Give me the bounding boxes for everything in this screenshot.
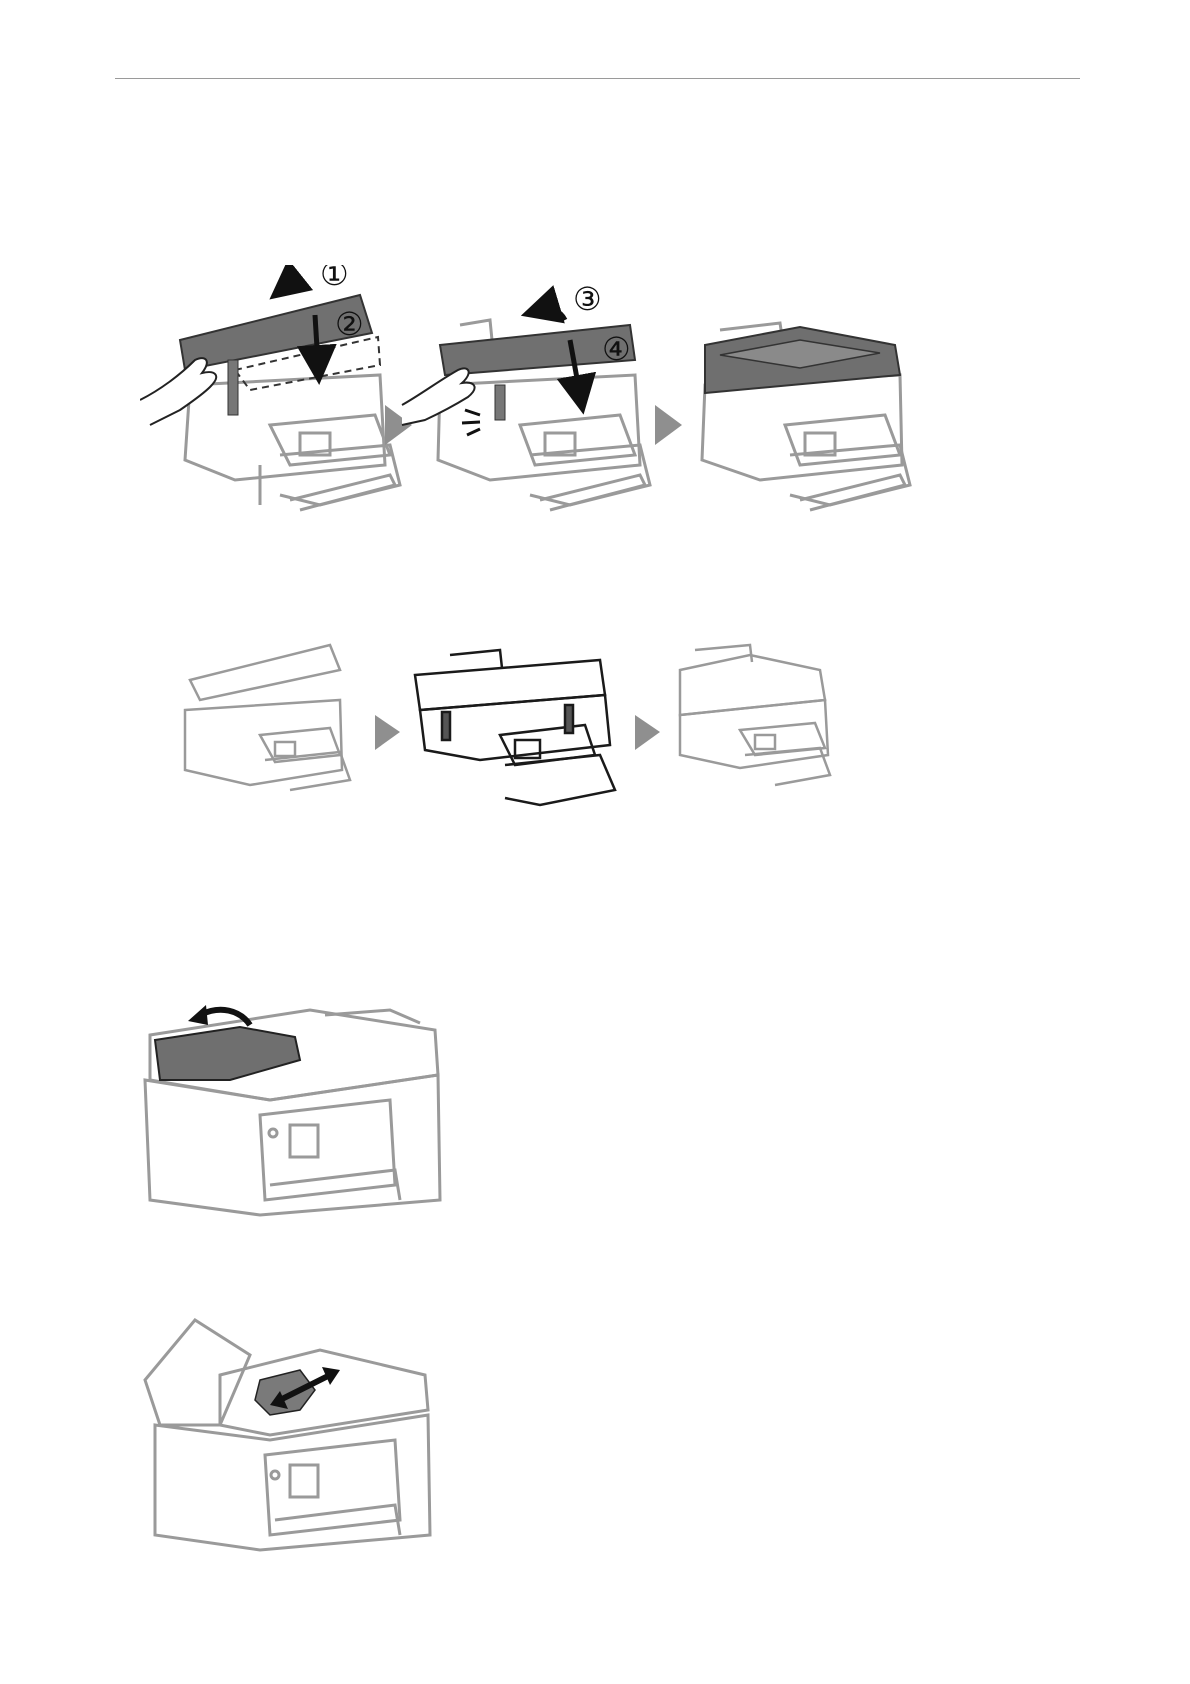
header-rule bbox=[115, 78, 1080, 79]
callout-4: ④ bbox=[602, 330, 631, 368]
callout-3: ③ bbox=[573, 280, 602, 318]
callout-1: ① bbox=[320, 265, 349, 293]
step-arrow-icon bbox=[375, 715, 400, 750]
hand-icon bbox=[140, 358, 216, 425]
printer-closed bbox=[680, 645, 830, 785]
adf-cover-dark bbox=[155, 1027, 300, 1080]
callout-2: ② bbox=[335, 305, 364, 343]
printer-open-panel-1 bbox=[185, 375, 400, 510]
printer-adf-open-body bbox=[145, 1320, 430, 1550]
figure-scanner-open-sequence bbox=[180, 640, 880, 820]
figure-open-adf-cover bbox=[140, 985, 460, 1225]
printer-scanner-raised bbox=[185, 645, 350, 790]
step-arrow-icon bbox=[635, 715, 660, 750]
step-arrow-icon bbox=[655, 405, 682, 445]
figure-scanner-close-sequence: ① ② ③ ④ bbox=[140, 265, 1040, 535]
figure-remove-jammed-paper-adf bbox=[140, 1315, 460, 1575]
printer-scanner-lowering bbox=[415, 650, 615, 805]
